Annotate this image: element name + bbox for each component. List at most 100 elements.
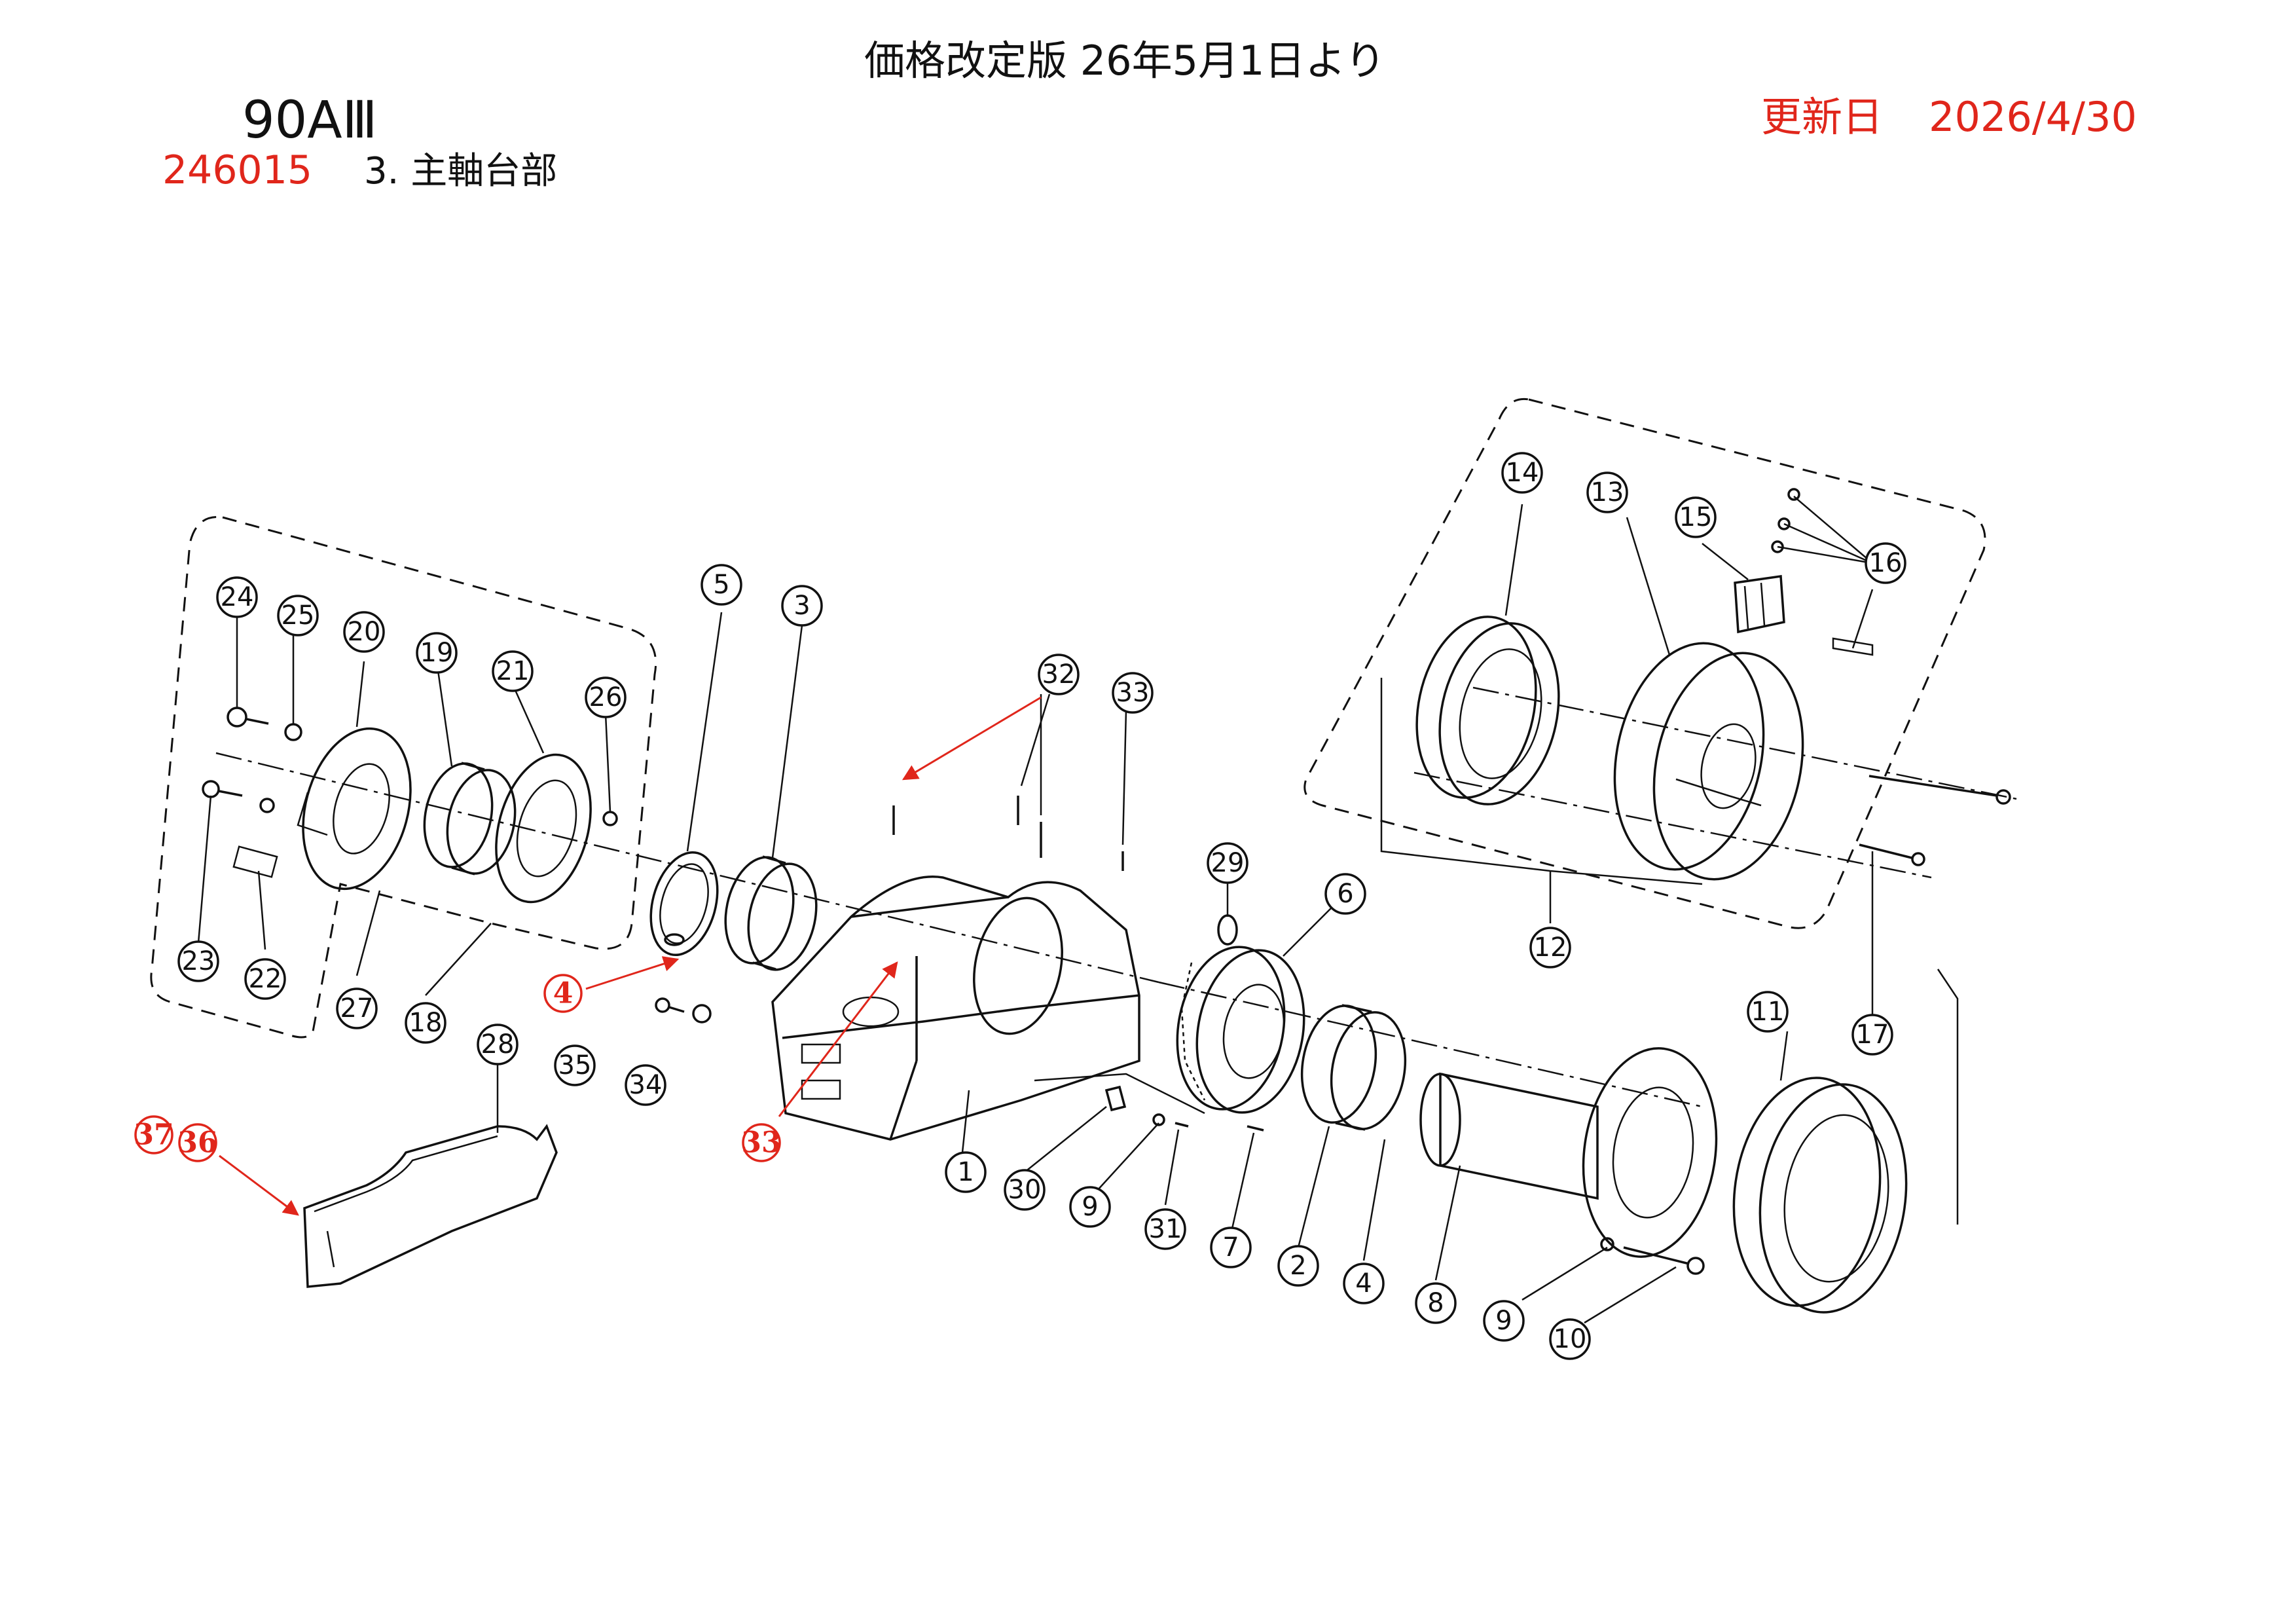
callout-2: 2: [1277, 1245, 1319, 1287]
bracket-17: [1937, 969, 1959, 1225]
svg-text:25: 25: [282, 600, 315, 631]
part-5-seal: [649, 851, 719, 957]
callout-30: 30: [1004, 1169, 1046, 1211]
bracket-7-9: [1034, 1073, 1205, 1115]
svg-text:10: 10: [1554, 1324, 1587, 1354]
svg-text:3: 3: [793, 591, 810, 621]
svg-text:28: 28: [481, 1029, 515, 1060]
bolt-axis-line: [1413, 771, 1932, 879]
chuck-bolts: [1859, 775, 2011, 866]
section-title: 3. 主軸台部: [364, 150, 558, 193]
part-19-bearing: [423, 762, 517, 876]
svg-text:15: 15: [1679, 502, 1713, 532]
main-axis-line: [215, 752, 1159, 984]
svg-text:29: 29: [1211, 848, 1245, 878]
part-2-bearing: [1300, 1004, 1407, 1131]
svg-text:16: 16: [1869, 548, 1903, 578]
svg-text:20: 20: [348, 617, 381, 647]
svg-text:27: 27: [340, 993, 374, 1024]
svg-text:13: 13: [1591, 477, 1624, 507]
red-callout-37: 37: [134, 1115, 174, 1154]
callout-9a: 9: [1069, 1186, 1111, 1228]
red-callout-4: 4: [543, 974, 583, 1013]
group-12-boundary: [1303, 397, 1986, 929]
callout-12: 12: [1529, 927, 1571, 969]
part-number: 246015: [162, 147, 313, 193]
callout-29: 29: [1207, 842, 1248, 884]
red-arrow-4: [585, 956, 680, 990]
svg-text:17: 17: [1856, 1020, 1889, 1050]
svg-text:35: 35: [558, 1050, 592, 1080]
svg-text:32: 32: [1042, 659, 1076, 690]
svg-text:24: 24: [221, 582, 254, 612]
svg-text:33: 33: [1116, 678, 1150, 708]
part-6-gear: [1176, 946, 1305, 1114]
svg-text:21: 21: [496, 656, 530, 686]
svg-text:7: 7: [1222, 1232, 1239, 1263]
callout-7: 7: [1210, 1227, 1252, 1268]
callout-26: 26: [585, 676, 627, 718]
callout-27: 27: [336, 987, 378, 1029]
body-pins: [892, 796, 1124, 871]
svg-text:1: 1: [957, 1157, 974, 1187]
svg-text:4: 4: [1355, 1268, 1372, 1299]
svg-text:22: 22: [249, 964, 282, 994]
svg-text:12: 12: [1534, 932, 1567, 963]
svg-text:31: 31: [1149, 1214, 1182, 1244]
callout-3: 3: [781, 585, 823, 627]
svg-text:23: 23: [182, 946, 215, 976]
callout-33: 33: [1112, 672, 1154, 714]
callout-35: 35: [554, 1044, 596, 1086]
part-21-plate: [495, 753, 592, 904]
part-10-bolt: [1600, 1237, 1705, 1275]
callout-1: 1: [945, 1151, 987, 1193]
callout-23: 23: [177, 940, 219, 982]
part-11-ring-nut: [1732, 1077, 1908, 1314]
svg-text:36: 36: [177, 1126, 217, 1160]
part-13-chuck-body: [1613, 642, 1804, 881]
callout-8: 8: [1415, 1282, 1457, 1324]
callout-16: 16: [1865, 542, 1906, 584]
svg-text:14: 14: [1506, 458, 1539, 488]
callout-25: 25: [277, 595, 319, 637]
svg-text:4: 4: [553, 977, 574, 1010]
chuck-axis-line: [1472, 686, 2017, 800]
svg-text:19: 19: [420, 638, 454, 668]
callout-6: 6: [1324, 873, 1366, 915]
callout-13: 13: [1586, 471, 1628, 513]
rear-axis-line: [1158, 981, 1703, 1108]
svg-text:11: 11: [1751, 997, 1785, 1027]
svg-text:33: 33: [741, 1126, 781, 1160]
red-arrow-36: [219, 1154, 299, 1216]
svg-text:9: 9: [1082, 1192, 1098, 1222]
svg-text:18: 18: [409, 1008, 443, 1038]
svg-text:5: 5: [713, 570, 729, 600]
leader-lines: [197, 496, 1874, 1324]
callout-10: 10: [1549, 1318, 1591, 1360]
part-28-cover-plate: [303, 1124, 558, 1288]
svg-text:34: 34: [629, 1070, 663, 1100]
callout-17: 17: [1851, 1014, 1893, 1056]
callout-18: 18: [405, 1002, 446, 1044]
price-revision-notice: 価格改定版 26年5月1日より: [864, 37, 1386, 84]
part-15-jaw: [1734, 575, 1785, 634]
part-8-spindle: [1419, 1047, 1718, 1258]
red-callout-33: 33: [741, 1123, 782, 1162]
model-name: 90AⅢ: [242, 91, 378, 150]
updated-date: 2026/4/30: [1929, 93, 2137, 141]
part-1-headstock-body: [771, 876, 1140, 1141]
svg-text:2: 2: [1290, 1251, 1306, 1281]
updated-label: 更新日: [1761, 93, 1884, 141]
part-29-washer: [1217, 914, 1238, 946]
part-20-flange: [232, 727, 412, 891]
bracket-12: [1380, 678, 1703, 885]
callout-21: 21: [492, 650, 534, 692]
callout-24: 24: [216, 576, 258, 618]
callout-19: 19: [416, 632, 458, 674]
callout-15: 15: [1675, 496, 1717, 538]
svg-text:37: 37: [134, 1118, 173, 1152]
callout-32: 32: [1038, 654, 1080, 695]
callout-5: 5: [701, 564, 742, 606]
